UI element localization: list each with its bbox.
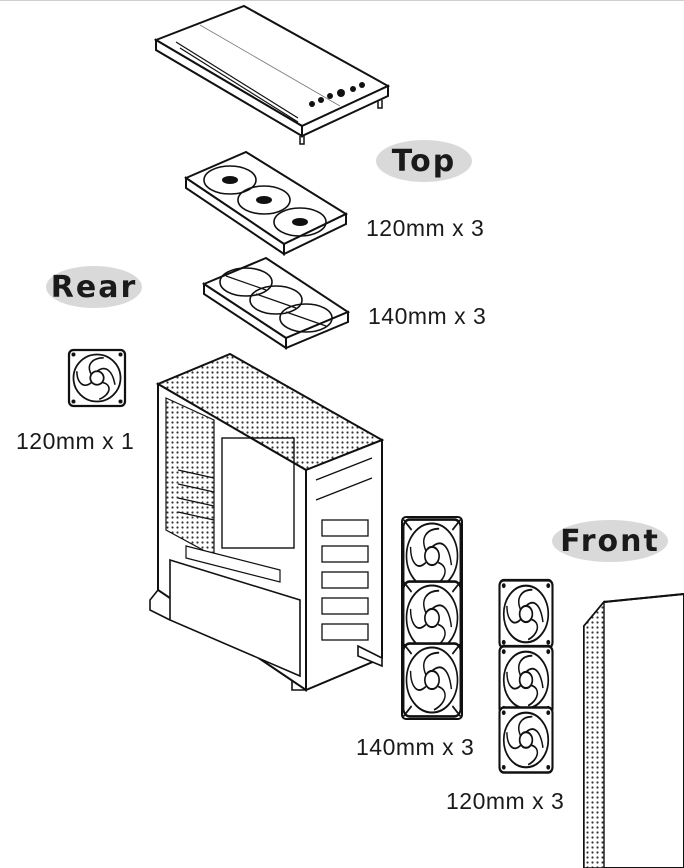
rear-section-badge: Rear bbox=[46, 266, 142, 308]
top-panel bbox=[153, 4, 391, 145]
case-body bbox=[149, 352, 385, 692]
front-panel bbox=[583, 592, 684, 868]
rear-fan-120-caption: 120mm x 1 bbox=[16, 428, 135, 454]
rear-fan-120 bbox=[67, 348, 127, 408]
top-section-badge: Top bbox=[376, 140, 472, 182]
top-fan-120-caption: 120mm x 3 bbox=[366, 215, 485, 241]
front-fan-140-caption: 140mm x 3 bbox=[356, 734, 475, 760]
front-section-badge: Front bbox=[552, 520, 668, 562]
top-fan-140-caption: 140mm x 3 bbox=[368, 303, 487, 329]
top-fans-140 bbox=[201, 256, 351, 350]
top-fans-120 bbox=[183, 150, 349, 256]
page-top-rule bbox=[0, 0, 684, 1]
front-fan-120-caption: 120mm x 3 bbox=[446, 788, 565, 814]
front-fans-140 bbox=[401, 516, 463, 720]
front-fans-120 bbox=[498, 578, 554, 774]
